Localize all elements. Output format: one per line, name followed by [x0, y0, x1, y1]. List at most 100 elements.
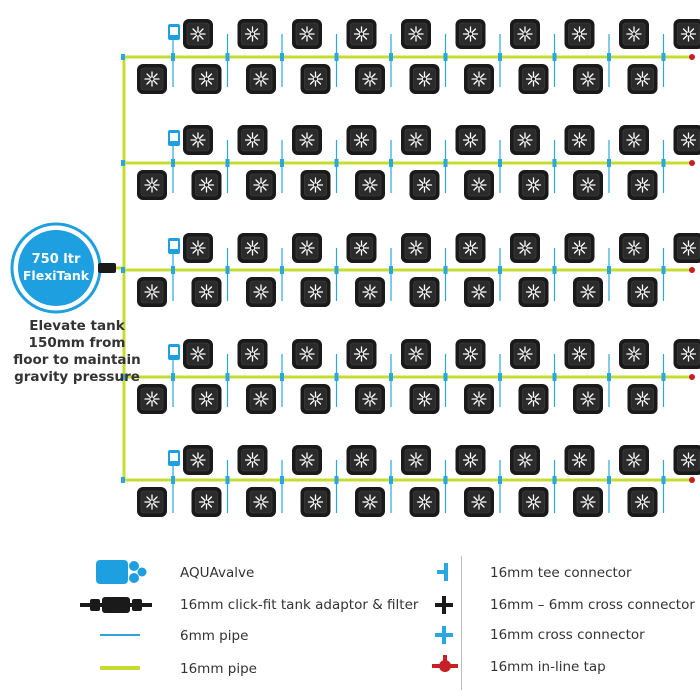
pot-icon	[454, 444, 487, 476]
pot-icon	[454, 124, 487, 156]
pots-layer	[136, 18, 700, 518]
pipe-6mm-icon	[100, 634, 140, 636]
pot-icon	[408, 63, 441, 95]
cross-connector-icon	[171, 373, 175, 381]
pot-icon	[509, 232, 541, 264]
pot-icon	[245, 63, 277, 95]
legend-cross-6mm-label: 16mm – 6mm cross connector	[490, 597, 695, 613]
pot-icon	[299, 169, 332, 201]
pot-icon	[517, 486, 550, 518]
pot-icon	[245, 169, 277, 201]
pot-icon	[291, 338, 323, 370]
pot-icon	[517, 169, 550, 201]
pot-icon	[672, 232, 700, 264]
tank-label-line1: 750 ltr	[32, 252, 81, 267]
pot-icon	[517, 383, 550, 415]
cross-connector-icon	[498, 266, 502, 274]
pot-icon	[345, 338, 378, 370]
pot-icon	[618, 18, 650, 50]
pot-icon	[672, 124, 700, 156]
pot-icon	[618, 444, 650, 476]
legend-aquavalve-label: AQUAvalve	[180, 565, 255, 581]
pot-icon	[672, 18, 700, 50]
pot-icon	[182, 232, 214, 264]
cross-connector-icon	[389, 373, 393, 381]
cross-connector-icon	[225, 476, 230, 484]
pot-icon	[626, 276, 659, 308]
tee-connector-icon	[121, 374, 125, 380]
cross-connector-icon	[607, 373, 611, 381]
pot-icon	[190, 169, 223, 201]
legend-pipe-16mm-label: 16mm pipe	[180, 661, 257, 677]
cross-connector-6mm-icon	[435, 596, 453, 614]
inline-tap-icon	[689, 477, 695, 483]
pot-icon	[463, 486, 495, 518]
pot-icon	[572, 63, 604, 95]
pot-icon	[454, 338, 487, 370]
pot-icon	[299, 486, 332, 518]
pipe-16mm-icon	[100, 666, 140, 670]
cross-connector-icon	[443, 476, 448, 484]
cross-connector-icon	[552, 476, 557, 484]
pot-icon	[354, 276, 386, 308]
pot-icon	[626, 63, 659, 95]
pot-icon	[400, 444, 432, 476]
pot-icon	[291, 18, 323, 50]
tee-connector-icon	[437, 563, 448, 581]
pot-icon	[400, 338, 432, 370]
pot-icon	[354, 169, 386, 201]
cross-connector-icon	[552, 373, 557, 381]
cross-connector-icon	[334, 159, 339, 167]
cross-connector-icon	[225, 53, 230, 61]
inline-tap-icon	[689, 160, 695, 166]
legend-cross-16mm-label: 16mm cross connector	[490, 627, 645, 643]
aquavalve-icon	[168, 344, 180, 360]
pot-icon	[236, 232, 269, 264]
cross-connector-icon	[280, 159, 284, 167]
tank-note-line1: Elevate tank	[29, 318, 125, 334]
pot-icon	[572, 276, 604, 308]
inline-tap-icon	[432, 655, 458, 672]
pot-icon	[291, 124, 323, 156]
cross-connector-icon	[498, 476, 502, 484]
pot-icon	[509, 124, 541, 156]
pot-icon	[572, 169, 604, 201]
cross-connector-icon	[225, 159, 230, 167]
cross-connector-icon	[280, 373, 284, 381]
pot-icon	[354, 486, 386, 518]
pot-icon	[190, 486, 223, 518]
tank-note-line3: floor to maintain	[13, 352, 141, 368]
pot-icon	[136, 383, 168, 415]
cross-connector-icon	[171, 53, 175, 61]
pot-icon	[400, 232, 432, 264]
aquavalve-icon	[96, 560, 147, 584]
pot-icon	[245, 276, 277, 308]
cross-connector-icon	[443, 373, 448, 381]
cross-connector-icon	[607, 266, 611, 274]
pot-icon	[236, 444, 269, 476]
aquavalve-icon	[168, 130, 180, 146]
pot-icon	[626, 486, 659, 518]
tank-note-line2: 150mm from	[28, 335, 126, 351]
cross-connector-icon	[661, 266, 666, 274]
pot-icon	[182, 444, 214, 476]
cross-connector-icon	[334, 476, 339, 484]
tank-adaptor-icon	[80, 597, 152, 613]
pot-icon	[182, 18, 214, 50]
pot-icon	[517, 276, 550, 308]
cross-connector-icon	[661, 373, 666, 381]
pot-icon	[182, 338, 214, 370]
pipes-layer	[114, 34, 695, 513]
cross-connector-icon	[280, 53, 284, 61]
aquavalve-icon	[168, 450, 180, 466]
inline-tap-icon	[689, 267, 695, 273]
pot-icon	[345, 18, 378, 50]
pot-icon	[626, 169, 659, 201]
pot-icon	[408, 169, 441, 201]
tee-connector-icon	[121, 160, 125, 166]
pot-icon	[400, 18, 432, 50]
pot-icon	[354, 63, 386, 95]
cross-connector-icon	[334, 373, 339, 381]
pot-icon	[454, 18, 487, 50]
pot-icon	[236, 18, 269, 50]
